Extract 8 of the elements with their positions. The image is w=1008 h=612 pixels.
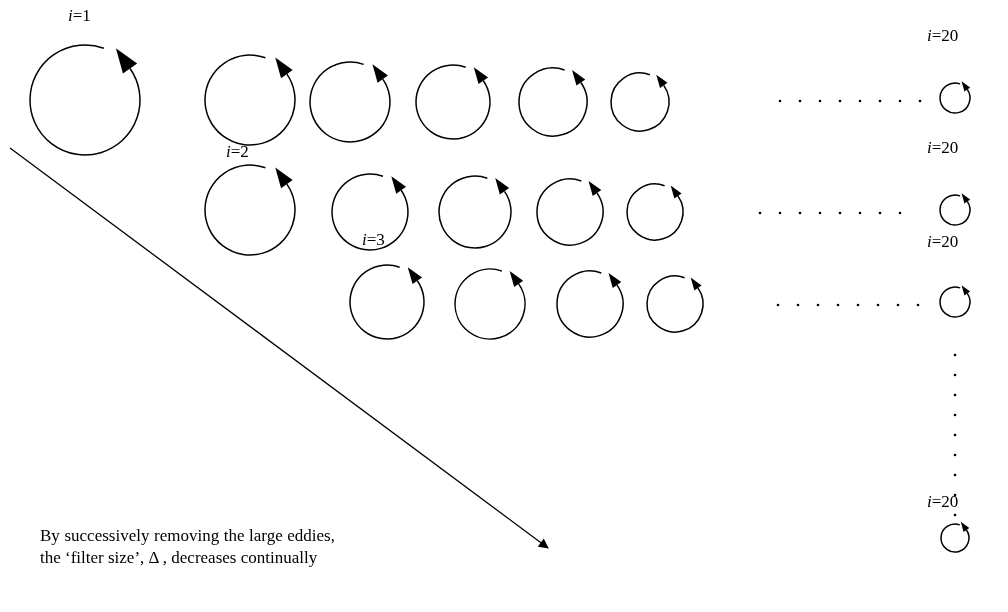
index-label: i=3 [362, 230, 385, 250]
index-label: i=20 [927, 26, 959, 46]
index-label: i=20 [927, 232, 959, 252]
index-label: i=20 [927, 492, 959, 512]
index-label: i=1 [68, 6, 91, 26]
note-text: By successively removing the large eddies, the ‘filter size’, Δ , decreases continually [40, 525, 335, 569]
index-label: i=20 [927, 138, 959, 158]
index-label: i=2 [226, 142, 249, 162]
